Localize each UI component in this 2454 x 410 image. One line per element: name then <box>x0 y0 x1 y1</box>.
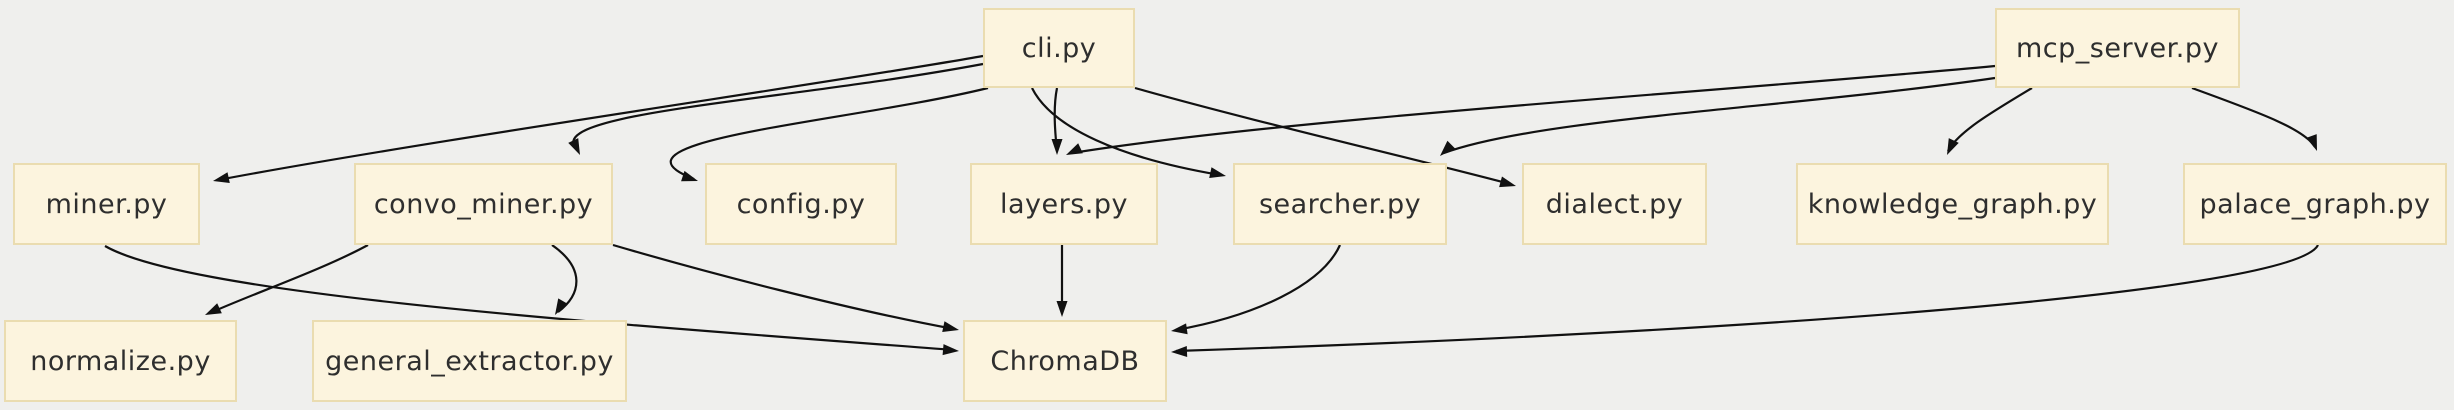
graph-node-label: cli.py <box>1021 32 1097 64</box>
graph-node-label: searcher.py <box>1258 188 1422 220</box>
arrowhead-icon <box>942 344 959 356</box>
graph-node-label: convo_miner.py <box>373 188 594 220</box>
graph-node-label: miner.py <box>45 188 168 220</box>
arrowhead-icon <box>568 138 580 155</box>
graph-node-cli: cli.py <box>983 8 1135 88</box>
arrowhead-icon <box>555 298 568 315</box>
graph-node-mcp_server: mcp_server.py <box>1995 8 2240 88</box>
graph-node-label: normalize.py <box>30 345 211 377</box>
graph-edge-mcp_server-to-layers <box>1066 64 1996 155</box>
graph-edge-cli-to-miner <box>213 54 984 184</box>
graph-edge-cli-to-searcher <box>1031 87 1226 179</box>
graph-node-searcher: searcher.py <box>1233 163 1447 245</box>
arrowhead-icon <box>1051 139 1063 155</box>
arrowhead-icon <box>1056 301 1068 317</box>
graph-node-config: config.py <box>705 163 897 245</box>
arrowhead-icon <box>1499 176 1516 188</box>
graph-edge-layers-to-chromadb <box>1056 245 1068 317</box>
graph-node-knowledge_graph: knowledge_graph.py <box>1796 163 2109 245</box>
graph-edge-mcp_server-to-searcher <box>1440 76 1996 156</box>
graph-node-miner: miner.py <box>13 163 200 245</box>
graph-edge-mcp_server-to-palace_graph <box>2191 86 2317 151</box>
graph-node-palace_graph: palace_graph.py <box>2183 163 2447 245</box>
graph-edge-convo_miner-to-general_extractor <box>551 244 578 315</box>
graph-edge-mcp_server-to-knowledge_graph <box>1947 87 2033 155</box>
graph-node-label: config.py <box>736 188 866 220</box>
arrowhead-icon <box>205 303 222 315</box>
graph-node-layers: layers.py <box>970 163 1158 245</box>
arrowhead-icon <box>1947 138 1959 155</box>
graph-node-general_extractor: general_extractor.py <box>312 320 627 402</box>
arrowhead-icon <box>942 321 959 333</box>
arrowhead-icon <box>681 170 698 182</box>
graph-node-convo_miner: convo_miner.py <box>354 163 613 245</box>
graph-edge-miner-to-chromadb <box>104 245 959 356</box>
graph-node-label: knowledge_graph.py <box>1807 188 2098 220</box>
graph-edge-convo_miner-to-normalize <box>205 244 369 315</box>
arrowhead-icon <box>1171 323 1188 335</box>
graph-node-label: general_extractor.py <box>325 345 614 377</box>
graph-edge-cli-to-convo_miner <box>568 62 984 155</box>
arrowhead-icon <box>1171 345 1188 357</box>
graph-node-label: layers.py <box>999 188 1128 220</box>
graph-node-chromadb: ChromaDB <box>963 320 1167 402</box>
graph-node-label: ChromaDB <box>990 345 1140 377</box>
graph-edge-convo_miner-to-chromadb <box>612 243 959 333</box>
graph-edge-cli-to-dialect <box>1134 86 1516 188</box>
graph-node-label: dialect.py <box>1545 188 1684 220</box>
graph-node-label: mcp_server.py <box>2016 32 2219 64</box>
graph-edge-cli-to-config <box>669 86 989 182</box>
arrowhead-icon <box>1066 143 1083 155</box>
graph-node-normalize: normalize.py <box>4 320 237 402</box>
graph-edge-palace_graph-to-chromadb <box>1171 244 2319 357</box>
arrowhead-icon <box>213 172 230 184</box>
graph-edge-searcher-to-chromadb <box>1171 244 1342 335</box>
graph-edge-cli-to-layers <box>1051 87 1063 155</box>
arrowhead-icon <box>1209 167 1226 179</box>
graph-node-dialect: dialect.py <box>1522 163 1707 245</box>
graph-node-label: palace_graph.py <box>2199 188 2431 220</box>
arrowhead-icon <box>2306 134 2317 151</box>
arrowhead-icon <box>1440 140 1456 156</box>
